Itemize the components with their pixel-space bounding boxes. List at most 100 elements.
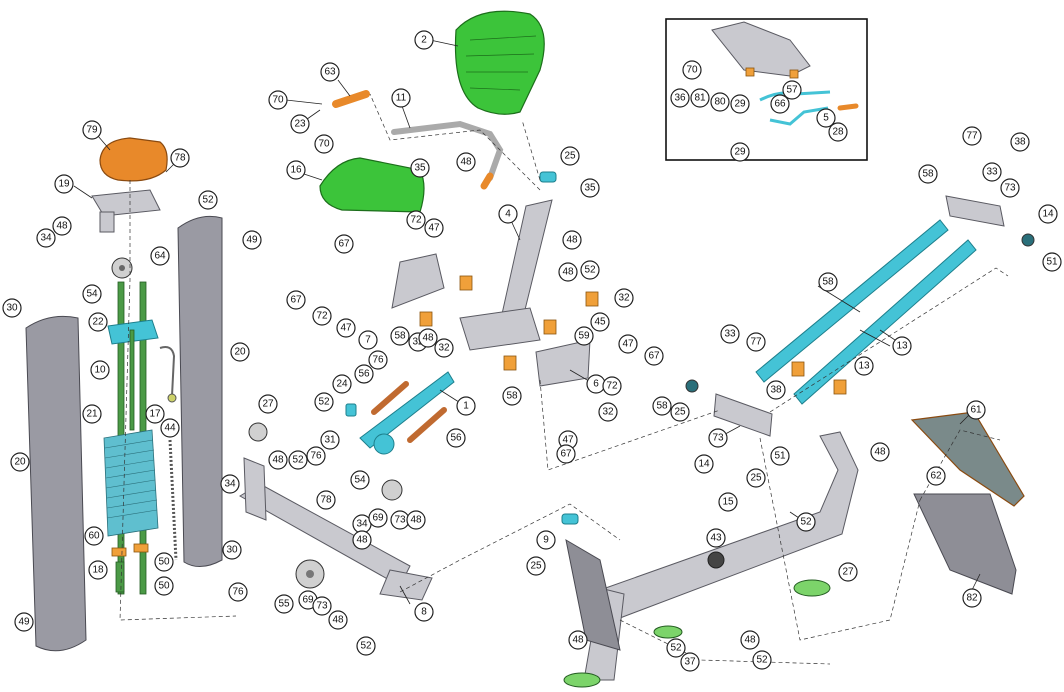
- callout-label: 67: [338, 239, 350, 250]
- callout-label: 22: [92, 317, 104, 328]
- callout-circle: [222, 540, 242, 560]
- callout-circle: [14, 612, 34, 632]
- callout-circle: [562, 230, 582, 250]
- callout-circle: [502, 386, 522, 406]
- callout-label: 73: [712, 433, 724, 444]
- callout-61: 61: [966, 400, 986, 420]
- callout-label: 30: [226, 545, 238, 556]
- callout-label: 52: [202, 195, 214, 206]
- callout-76: 76: [228, 582, 248, 602]
- callout-circle: [406, 510, 426, 530]
- callout-52: 52: [752, 650, 772, 670]
- callout-label: 78: [174, 153, 186, 164]
- callout-label: 78: [320, 495, 332, 506]
- callout-10: 10: [90, 360, 110, 380]
- callout-25: 25: [746, 468, 766, 488]
- callout-77: 77: [746, 332, 766, 352]
- callout-circle: [746, 468, 766, 488]
- callout-60: 60: [84, 526, 104, 546]
- callout-52: 52: [580, 260, 600, 280]
- callout-circle: [410, 158, 430, 178]
- callout-72: 72: [312, 306, 332, 326]
- callout-51: 51: [770, 446, 790, 466]
- callout-label: 47: [622, 339, 634, 350]
- callout-label: 10: [94, 365, 106, 376]
- callout-circle: [752, 650, 772, 670]
- callout-8: 8: [414, 602, 434, 622]
- callout-label: 67: [290, 295, 302, 306]
- callout-circle: [720, 324, 740, 344]
- callout-label: 7: [365, 335, 371, 346]
- callout-label: 1: [463, 401, 469, 412]
- callout-label: 32: [602, 407, 614, 418]
- left-shroud: [25, 315, 87, 652]
- callout-circle: [926, 466, 946, 486]
- callout-label: 43: [710, 533, 722, 544]
- callout-label: 36: [674, 93, 686, 104]
- callout-circle: [150, 246, 170, 266]
- callout-label: 54: [86, 289, 98, 300]
- seat-pad: [319, 157, 425, 213]
- callout-label: 73: [316, 601, 328, 612]
- callout-label: 49: [18, 617, 30, 628]
- callout-label: 52: [670, 643, 682, 654]
- callout-34: 34: [352, 514, 372, 534]
- callout-circle: [1038, 204, 1058, 224]
- seat-assembly: [319, 10, 599, 501]
- callout-circle: [730, 142, 750, 162]
- main-frame: [599, 431, 859, 619]
- callout-73: 73: [708, 428, 728, 448]
- callout-circle: [36, 228, 56, 248]
- callout-circle: [536, 530, 556, 550]
- callout-label: 80: [714, 97, 726, 108]
- callout-circle: [424, 218, 444, 238]
- callout-52: 52: [666, 638, 686, 658]
- callout-label: 64: [154, 251, 166, 262]
- callout-label: 29: [734, 147, 746, 158]
- callout-circle: [670, 88, 690, 108]
- callout-47: 47: [618, 334, 638, 354]
- callout-label: 32: [438, 343, 450, 354]
- callout-circle: [306, 446, 326, 466]
- callout-36: 36: [670, 88, 690, 108]
- callout-70: 70: [682, 60, 702, 80]
- callout-label: 32: [618, 293, 630, 304]
- callout-52: 52: [314, 392, 334, 412]
- callout-label: 15: [722, 497, 734, 508]
- callout-circle: [220, 474, 240, 494]
- callout-5: 5: [816, 108, 836, 128]
- callout-label: 34: [40, 233, 52, 244]
- callout-7: 7: [358, 330, 378, 350]
- callout-label: 20: [14, 457, 26, 468]
- callout-32: 32: [614, 288, 634, 308]
- callout-label: 4: [505, 209, 511, 220]
- callout-circle: [706, 528, 726, 548]
- callout-label: 38: [1014, 137, 1026, 148]
- callout-circle: [88, 312, 108, 332]
- callout-19: 19: [54, 174, 74, 194]
- callout-circle: [52, 216, 72, 236]
- callout-label: 72: [316, 311, 328, 322]
- callout-31: 31: [320, 430, 340, 450]
- callout-67: 67: [334, 234, 354, 254]
- callout-circle: [796, 512, 816, 532]
- callout-circle: [652, 396, 672, 416]
- callout-label: 30: [6, 303, 18, 314]
- callout-label: 17: [149, 409, 161, 420]
- callout-label: 35: [414, 163, 426, 174]
- callout-label: 69: [302, 595, 314, 606]
- callout-label: 59: [578, 331, 590, 342]
- callout-label: 38: [770, 385, 782, 396]
- callout-48: 48: [558, 262, 578, 282]
- callout-label: 33: [724, 329, 736, 340]
- callout-34: 34: [220, 474, 240, 494]
- callout-label: 13: [896, 341, 908, 352]
- callout-label: 66: [774, 99, 786, 110]
- callout-34: 34: [36, 228, 56, 248]
- callout-48: 48: [268, 450, 288, 470]
- callout-circle: [84, 526, 104, 546]
- callout-circle: [268, 90, 288, 110]
- callout-56: 56: [446, 428, 466, 448]
- callout-14: 14: [1038, 204, 1058, 224]
- callout-label: 28: [832, 127, 844, 138]
